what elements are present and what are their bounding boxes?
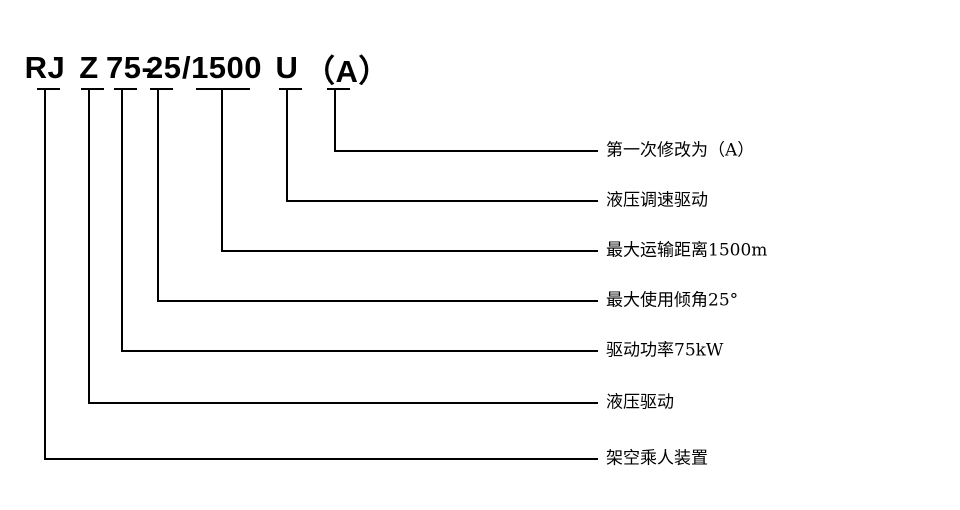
seg-1500: /1500: [181, 50, 263, 85]
callout-hydraulic-speed-drive-text: 液压调速驱动: [606, 190, 708, 211]
callout-max-transport-distance-leader: [196, 88, 598, 252]
callout-hydraulic-speed-drive-leader: [279, 88, 598, 202]
callout-overhead-manriding-device-leader: [37, 88, 598, 460]
callout-overhead-manriding-device-text: 架空乘人装置: [606, 448, 708, 469]
callout-drive-power-elbow: [121, 89, 598, 352]
seg-z: Z: [79, 50, 99, 85]
callout-max-transport-distance-text: 最大运输距离1500m: [606, 240, 768, 261]
callout-hydraulic-drive-leader: [81, 88, 598, 404]
seg-u: U: [275, 50, 299, 85]
callout-hydraulic-speed-drive-elbow: [286, 89, 598, 202]
callout-max-incline-angle-leader: [150, 88, 598, 302]
callout-drive-power-text: 驱动功率75kW: [606, 340, 724, 361]
seg-rj: RJ: [24, 50, 66, 85]
seg-75: 75-: [106, 50, 153, 85]
callout-max-incline-angle-elbow: [157, 89, 598, 302]
callout-revision-text: 第一次修改为（A）: [606, 140, 755, 161]
callout-max-incline-angle-text: 最大使用倾角25°: [606, 290, 739, 311]
callout-hydraulic-drive-elbow: [88, 89, 598, 404]
callout-max-transport-distance-elbow: [221, 89, 598, 252]
callout-overhead-manriding-device-elbow: [44, 89, 598, 460]
callout-revision-leader: [327, 88, 598, 152]
callout-hydraulic-drive-text: 液压驱动: [606, 392, 674, 413]
seg-25: 25: [146, 50, 182, 85]
callout-drive-power-leader: [114, 88, 598, 352]
callout-revision-elbow: [334, 89, 598, 152]
